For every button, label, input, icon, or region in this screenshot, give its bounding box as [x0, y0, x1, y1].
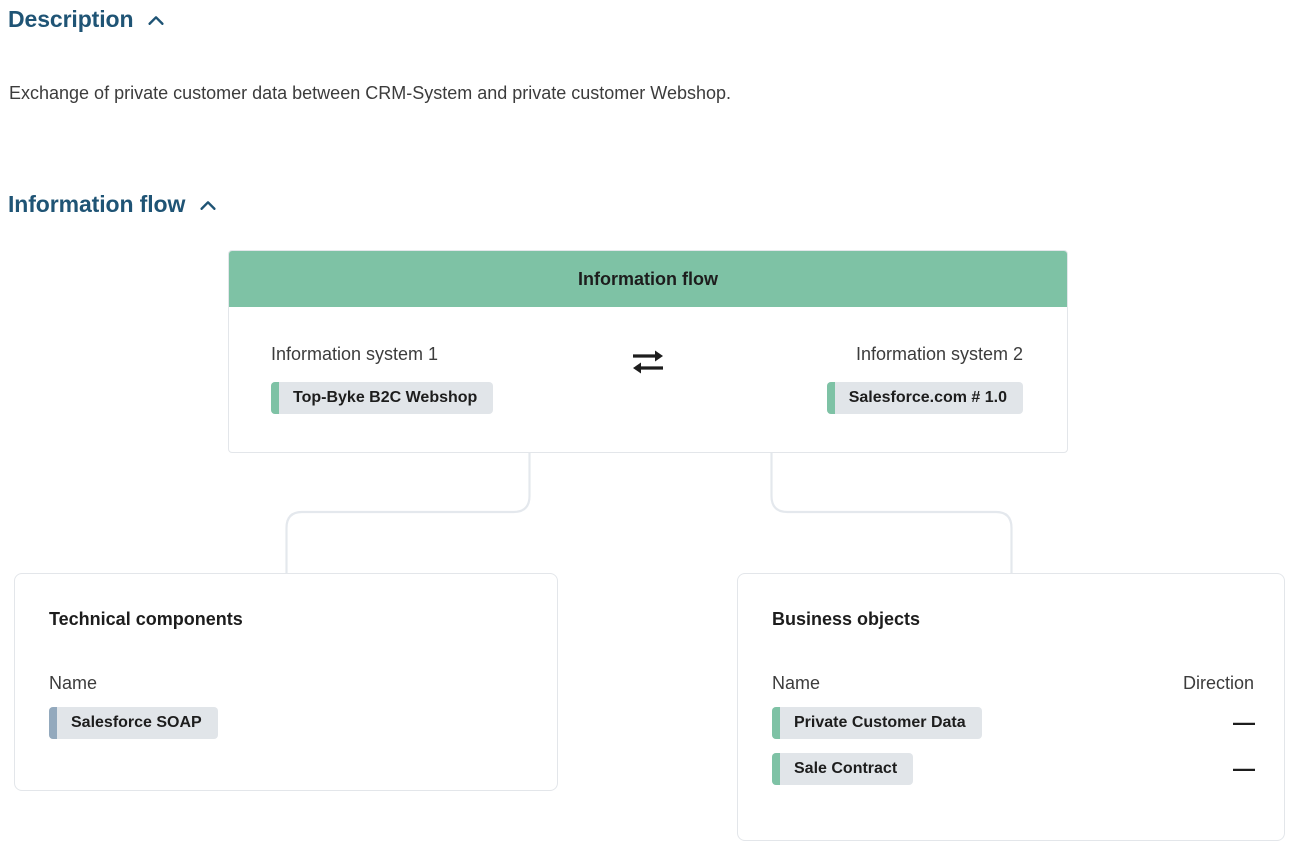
- information-flow-card-header: Information flow: [229, 251, 1067, 307]
- badge-label: Top-Byke B2C Webshop: [293, 389, 478, 406]
- column-header-name: Name: [772, 673, 821, 693]
- column-header-name: Name: [49, 673, 98, 693]
- table-row: Salesforce SOAP: [49, 707, 527, 739]
- badge-label: Private Customer Data: [794, 714, 966, 731]
- direction-value: —: [1233, 710, 1255, 735]
- business-objects-table: Name Direction Private Customer Data — S…: [772, 674, 1255, 799]
- badge-label: Salesforce.com # 1.0: [848, 389, 1007, 406]
- badge-accent-bar: [772, 707, 780, 739]
- page-title-description: Description: [8, 6, 134, 32]
- panel-business-objects: Business objects Name Direction Private …: [737, 573, 1285, 841]
- column-header-direction: Direction: [1182, 673, 1254, 693]
- page-title-information-flow: Information flow: [8, 191, 186, 217]
- table-header-row: Name Direction: [772, 674, 1254, 692]
- direction-value: —: [1233, 756, 1255, 781]
- badge-salesforce-com[interactable]: Salesforce.com # 1.0: [826, 382, 1023, 414]
- badge-accent-bar: [271, 382, 279, 414]
- chevron-up-icon[interactable]: [197, 195, 219, 217]
- badge-accent-bar: [826, 382, 835, 414]
- technical-components-table: Name Salesforce SOAP: [49, 674, 527, 753]
- badge-label: Sale Contract: [794, 760, 898, 777]
- table-row: Private Customer Data —: [772, 707, 1255, 739]
- section-header-description[interactable]: Description: [8, 8, 167, 31]
- panel-title: Technical components: [49, 609, 243, 629]
- badge-accent-bar: [772, 753, 780, 785]
- badge-private-customer-data[interactable]: Private Customer Data: [772, 707, 982, 739]
- information-flow-card-body: Information system 1 Top-Byke B2C Websho…: [229, 307, 1067, 452]
- badge-sale-contract[interactable]: Sale Contract: [772, 753, 914, 785]
- panel-technical-components: Technical components Name Salesforce SOA…: [14, 573, 558, 791]
- bidirectional-arrows-icon: [629, 347, 667, 377]
- badge-top-byke-b2c-webshop[interactable]: Top-Byke B2C Webshop: [271, 382, 494, 414]
- information-flow-card: Information flow Information system 1 To…: [228, 250, 1068, 453]
- chevron-up-icon[interactable]: [145, 10, 167, 32]
- description-body-text: Exchange of private customer data betwee…: [9, 83, 732, 103]
- table-row: Sale Contract —: [772, 753, 1255, 785]
- badge-accent-bar: [49, 707, 57, 739]
- panel-title: Business objects: [772, 609, 921, 629]
- badge-salesforce-soap[interactable]: Salesforce SOAP: [49, 707, 218, 739]
- information-system-1-label: Information system 1: [271, 344, 439, 364]
- table-header-row: Name: [49, 674, 527, 692]
- information-system-2-column: Information system 2 Salesforce.com # 1.…: [723, 345, 1023, 414]
- section-header-information-flow[interactable]: Information flow: [8, 193, 219, 216]
- information-system-1-column: Information system 1 Top-Byke B2C Websho…: [271, 345, 571, 414]
- information-system-2-label: Information system 2: [855, 344, 1023, 364]
- badge-label: Salesforce SOAP: [71, 714, 202, 731]
